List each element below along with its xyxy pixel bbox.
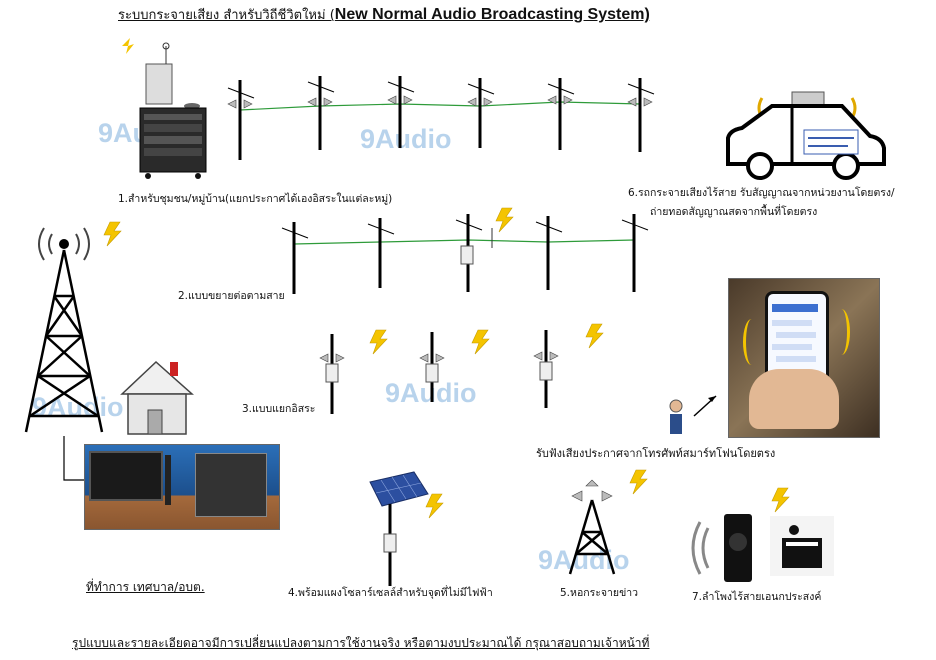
sound-wave-icon: [743, 319, 760, 365]
lightning-icon: [471, 329, 490, 355]
lightning-icon: [771, 487, 790, 513]
news-tower-icon: [568, 479, 616, 575]
solar-panel-pole-icon: [369, 471, 429, 586]
lightning-icon: [425, 493, 444, 519]
caption-smartphone: รับฟังเสียงประกาศจากโทรศัพท์สมาร์ทโฟนโดย…: [536, 447, 776, 460]
row1-pole-line: [227, 76, 655, 160]
title-english: New Normal Audio Broadcasting System): [334, 6, 650, 23]
monitor-icon: [89, 451, 163, 501]
lightning-icon: [122, 38, 134, 54]
row3-standalone-poles: [319, 330, 559, 414]
caption-car-line2: ถ่ายทอดสัญญาณสดจากพื้นที่โดยตรง: [650, 206, 818, 218]
municipal-office-photo: [84, 444, 280, 530]
sound-wave-icon: [833, 309, 850, 355]
lightning-icon: [585, 323, 604, 349]
title-thai: ระบบกระจายเสียง สำหรับวิถีชีวิตใหม่ (: [118, 8, 335, 23]
watermark-logo: 9Audio: [538, 545, 630, 575]
page-title: ระบบกระจายเสียง สำหรับวิถีชีวิตใหม่ (New…: [118, 4, 818, 26]
caption-solar: 4.พร้อมแผงโซลาร์เซลล์สำหรับจุดที่ไม่มีไฟ…: [288, 587, 493, 599]
connector-line: [63, 436, 88, 481]
lightning-icon: [629, 469, 648, 495]
broadcast-car-icon: [726, 91, 886, 180]
broadcast-rack-icon: [122, 38, 207, 179]
caption-car-line1: 6.รถกระจายเสียงไร้สาย รับสัญญาณจากหน่วยง…: [628, 187, 895, 199]
row2-pole-line: [281, 214, 649, 294]
wireless-speaker-icon: [691, 514, 834, 582]
lightning-icon: [369, 329, 388, 355]
caption-office: ที่ทำการ เทศบาล/อบต.: [86, 580, 205, 594]
microphone-icon: [165, 455, 171, 505]
person-and-arrow: [669, 395, 717, 434]
footer-note: รูปแบบและรายละเอียดอาจมีการเปลี่ยนแปลงตา…: [72, 636, 650, 650]
lightning-icon: [495, 207, 514, 233]
caption-news-tower: 5.หอกระจายข่าว: [560, 587, 639, 599]
caption-wireless-speaker: 7.ลำโพงไร้สายเอนกประสงค์: [692, 591, 822, 603]
caption-community: 1.สำหรับชุมชน/หมู่บ้าน(แยกประกาศได้เองอิ…: [118, 193, 393, 205]
radio-tower-icon: [24, 227, 104, 433]
rack-equipment-icon: [195, 453, 267, 517]
lightning-icon: [103, 221, 122, 247]
watermark-logo: 9Audio: [360, 124, 452, 154]
house-icon: [120, 360, 194, 435]
wire: [239, 101, 641, 111]
hand-icon: [749, 369, 839, 429]
caption-extension: 2.แบบขยายต่อตามสาย: [178, 290, 285, 302]
caption-standalone: 3.แบบแยกอิสระ: [242, 403, 316, 415]
smartphone-photo: [728, 278, 880, 438]
wire: [293, 239, 635, 245]
